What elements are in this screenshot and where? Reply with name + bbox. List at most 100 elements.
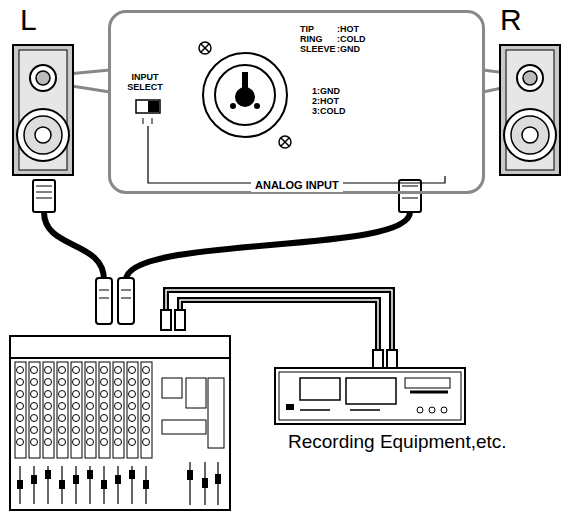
- panel-title: ANALOG INPUT: [251, 179, 343, 192]
- speaker-right: R: [492, 2, 570, 182]
- channel-strip: [99, 362, 110, 458]
- channel-strip: [141, 362, 152, 458]
- knob: [115, 391, 122, 398]
- knob: [45, 403, 52, 410]
- pin-signal: :COLD: [337, 34, 366, 44]
- knob: [59, 439, 66, 446]
- knob: [87, 367, 94, 374]
- knob: [45, 415, 52, 422]
- knob: [101, 439, 108, 446]
- recorder: [275, 368, 465, 424]
- knob: [73, 391, 80, 398]
- channel-strip: [71, 362, 82, 458]
- channel-strip: [113, 362, 124, 458]
- knob: [129, 367, 136, 374]
- fader-cap: [17, 480, 23, 489]
- fader-cap: [87, 470, 93, 479]
- fader-slot: [33, 466, 34, 504]
- fader-slot: [117, 466, 118, 504]
- combo-jack: [199, 42, 291, 148]
- knob: [45, 439, 52, 446]
- xlr-plug: [96, 278, 134, 324]
- fader-cap: [215, 474, 221, 484]
- speaker-left: L: [8, 2, 80, 182]
- knob: [59, 391, 66, 398]
- knob: [115, 415, 122, 422]
- knob: [31, 391, 38, 398]
- knob: [31, 415, 38, 422]
- input-switch: [136, 100, 160, 124]
- fader-cap: [115, 475, 121, 484]
- knob: [101, 391, 108, 398]
- knob: [31, 379, 38, 386]
- knob: [115, 379, 122, 386]
- knob: [59, 367, 66, 374]
- bracket-line: [148, 126, 445, 183]
- knob: [17, 415, 24, 422]
- pin-name: RING: [300, 34, 323, 44]
- knob: [73, 379, 80, 386]
- knob: [143, 367, 150, 374]
- pin-signal: :HOT: [337, 24, 359, 34]
- knob: [59, 427, 66, 434]
- knob: [101, 367, 108, 374]
- pin-number: 2:HOT: [312, 96, 339, 106]
- knob: [73, 427, 80, 434]
- fader-cap: [202, 478, 208, 488]
- knob: [87, 403, 94, 410]
- knob: [73, 415, 80, 422]
- knob: [101, 427, 108, 434]
- xlr-cable: [44, 212, 410, 280]
- knob: [59, 403, 66, 410]
- pin-number: 1:GND: [312, 86, 340, 96]
- knob: [17, 367, 24, 374]
- speaker-left: [13, 45, 73, 212]
- knob: [45, 427, 52, 434]
- fader-cap: [129, 470, 135, 479]
- fader-cap: [143, 480, 149, 489]
- knob: [143, 379, 150, 386]
- fader-cap: [187, 470, 193, 480]
- pin-name: SLEEVE: [300, 44, 336, 54]
- knob: [129, 391, 136, 398]
- channel-strip: [15, 362, 26, 458]
- knob: [45, 367, 52, 374]
- channel-label: R: [500, 2, 522, 37]
- knob: [115, 367, 122, 374]
- fader-cap: [45, 470, 51, 479]
- panel-fill: [110, 12, 484, 192]
- knob: [73, 439, 80, 446]
- knob: [17, 427, 24, 434]
- fader-cap: [73, 475, 79, 484]
- knob: [115, 439, 122, 446]
- knob: [87, 427, 94, 434]
- knob: [143, 427, 150, 434]
- knob: [59, 415, 66, 422]
- knob: [73, 367, 80, 374]
- channel-strip: [57, 362, 68, 458]
- fader-cap: [59, 480, 65, 489]
- knob: [129, 379, 136, 386]
- knob: [115, 427, 122, 434]
- channel-strip: [127, 362, 138, 458]
- knob: [115, 403, 122, 410]
- knob: [129, 439, 136, 446]
- switch-label: INPUT SELECT: [118, 72, 172, 92]
- pin-name: TIP: [300, 24, 314, 34]
- fader-slot: [189, 462, 190, 505]
- knob: [31, 367, 38, 374]
- knob: [31, 439, 38, 446]
- knob: [87, 391, 94, 398]
- pin-number: 3:COLD: [312, 106, 346, 116]
- knob: [101, 415, 108, 422]
- knob: [31, 427, 38, 434]
- knob: [73, 403, 80, 410]
- knob: [129, 415, 136, 422]
- knob: [129, 427, 136, 434]
- fader-slot: [75, 466, 76, 504]
- knob: [45, 391, 52, 398]
- knob: [17, 403, 24, 410]
- knob: [143, 391, 150, 398]
- callout-panel: ANALOG INPUT: [108, 10, 485, 194]
- recording-equipment: Recording Equipment,etc.: [270, 365, 570, 465]
